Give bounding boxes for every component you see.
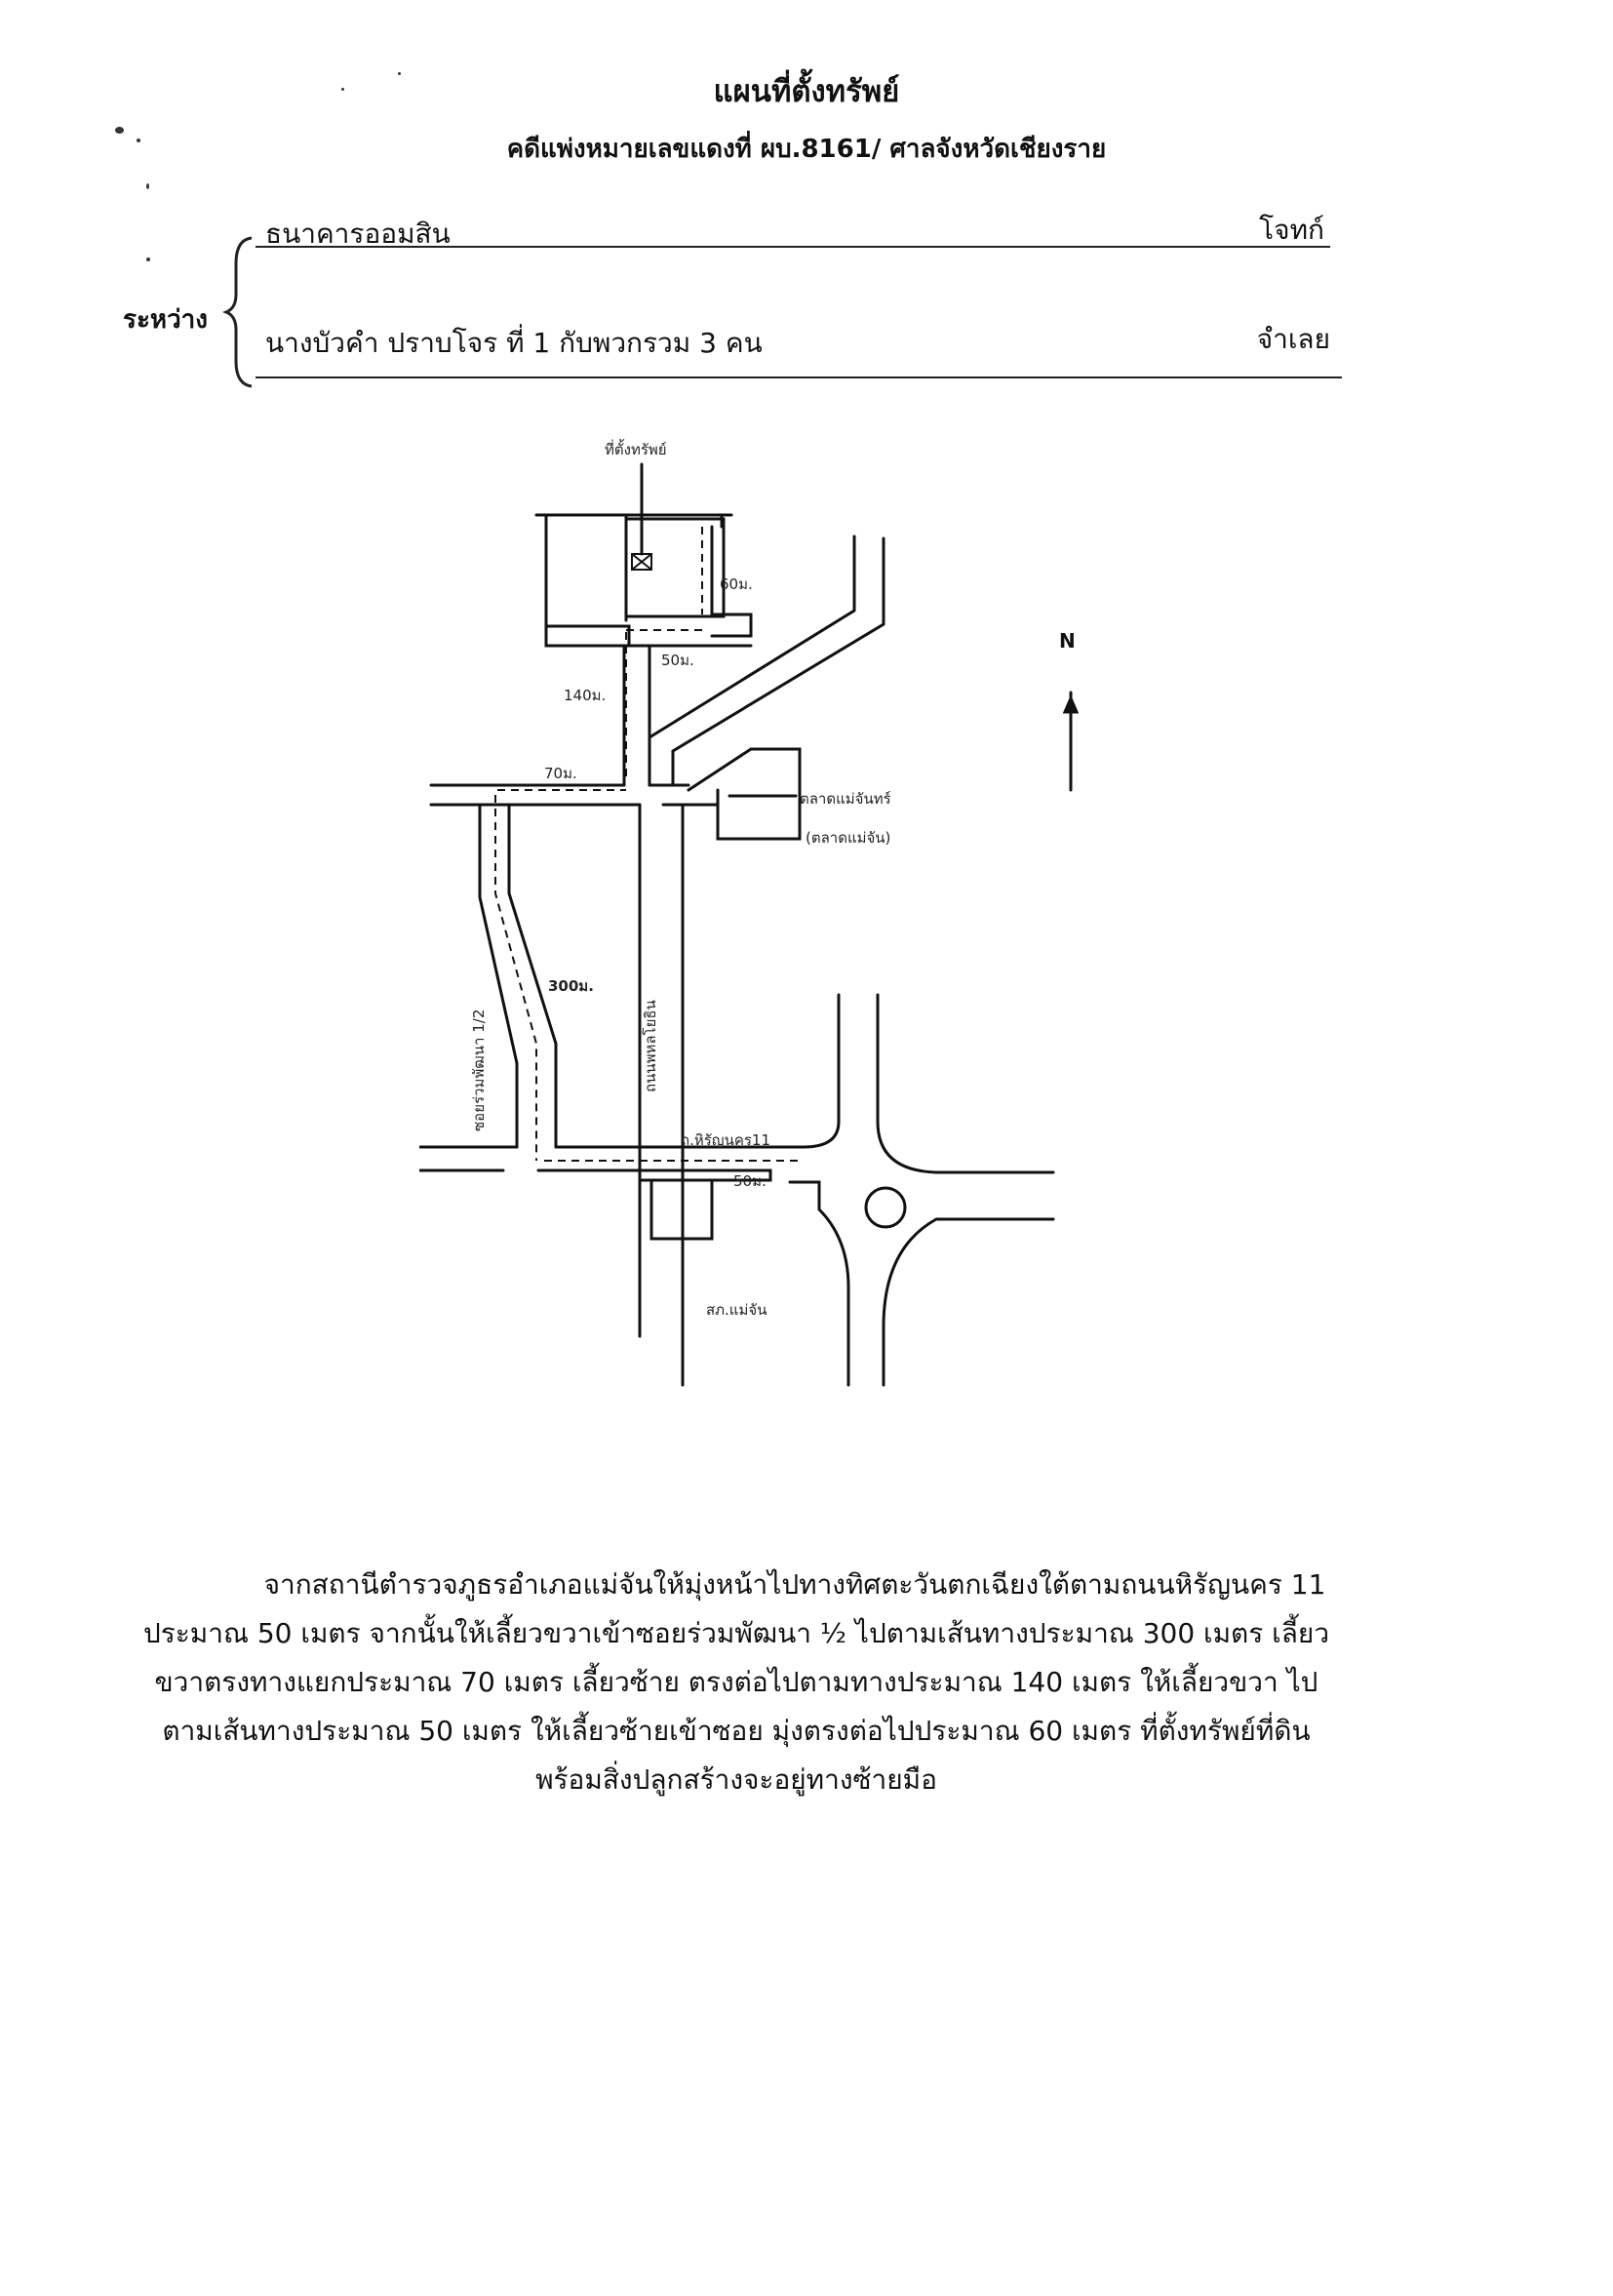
scan-speck — [398, 72, 401, 75]
directions-text: จากสถานีตำรวจภูธรอำเภอแม่จันให้มุ่งหน้าไ… — [127, 1561, 1346, 1804]
property-marker-icon — [631, 553, 652, 571]
scan-speck — [137, 139, 140, 142]
directions-line: ประมาณ 50 เมตร จากนั้นให้เลี้ยวขวาเข้าซอ… — [142, 1617, 1330, 1649]
map-distance-50: 50ม. — [661, 652, 694, 669]
north-label: N — [1059, 629, 1076, 653]
between-label: ระหว่าง — [123, 305, 208, 335]
map-distance-70: 70ม. — [544, 765, 577, 782]
case-subtitle: คดีแพ่งหมายเลขแดงที่ ผบ.8161/ ศาลจังหวัด… — [506, 135, 1107, 164]
location-map: ที่ตั้งทรัพย์ 60ม. 50ม. 140ม. 70ม. 300ม.… — [419, 410, 1200, 1444]
plaintiff-underline — [256, 246, 1330, 248]
defendant-role: จำเลย — [1256, 323, 1330, 355]
defendant-name: นางบัวคำ ปราบโจร ที่ 1 กับพวกรวม 3 คน — [265, 327, 763, 359]
defendant-underline — [256, 376, 1342, 378]
map-property-label: ที่ตั้งทรัพย์ — [605, 439, 667, 458]
map-soi-label: ซอยร่วมพัฒนา 1/2 — [470, 1009, 488, 1131]
scan-speck — [341, 88, 344, 91]
page-title: แผนที่ตั้งทรัพย์ — [713, 74, 900, 109]
directions-line: ตามเส้นทางประมาณ 50 เมตร ให้เลี้ยวซ้ายเข… — [162, 1715, 1311, 1747]
plaintiff-name: ธนาคารออมสิน — [265, 218, 451, 250]
plaintiff-role: โจทก์ — [1259, 214, 1324, 246]
map-main-road-label: ถนนพหลโยธิน — [642, 1000, 659, 1092]
map-distance-300: 300ม. — [548, 977, 594, 995]
map-drawing: ที่ตั้งทรัพย์ 60ม. 50ม. 140ม. 70ม. 300ม.… — [419, 439, 1080, 1387]
brace — [222, 236, 253, 388]
map-police-label: สภ.แม่จัน — [706, 1301, 767, 1319]
map-distance-140: 140ม. — [564, 687, 606, 704]
directions-line: ขวาตรงทางแยกประมาณ 70 เมตร เลี้ยวซ้าย ตร… — [154, 1666, 1318, 1698]
map-road-label: ถ.หิรัญนคร11 — [681, 1131, 770, 1149]
directions-line: พร้อมสิ่งปลูกสร้างจะอยู่ทางซ้ายมือ — [535, 1763, 937, 1796]
directions-line: จากสถานีตำรวจภูธรอำเภอแม่จันให้มุ่งหน้าไ… — [263, 1568, 1326, 1601]
scan-speck — [146, 257, 150, 261]
map-market-sublabel: (ตลาดแม่จัน) — [806, 829, 890, 847]
scan-speck — [146, 183, 149, 189]
map-distance-50b: 50ม. — [733, 1172, 767, 1190]
map-market-label: ตลาดแม่จันทร์ — [800, 790, 891, 808]
map-distance-60: 60ม. — [720, 575, 753, 593]
scan-speck — [115, 127, 124, 134]
